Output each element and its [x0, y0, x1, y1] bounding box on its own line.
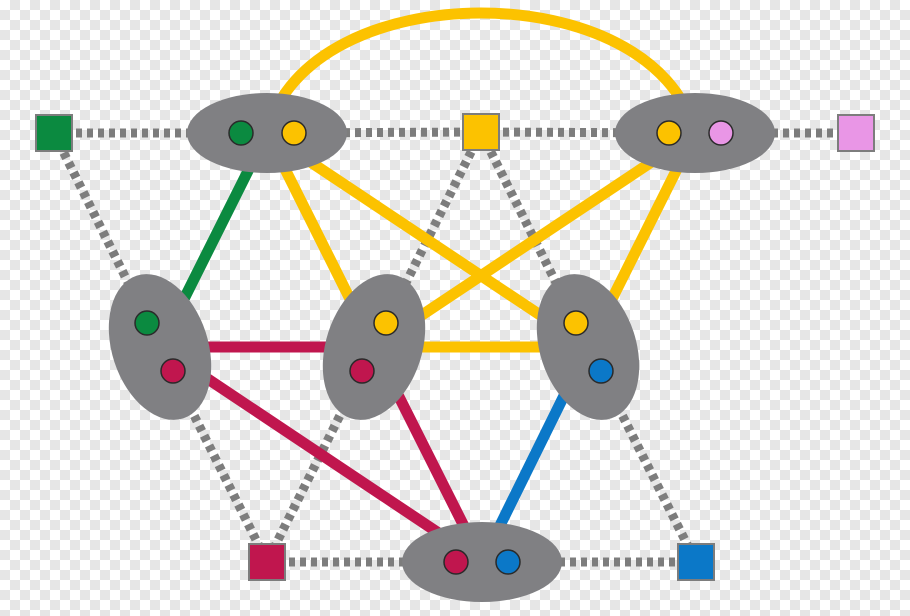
node-ellipse — [536, 274, 640, 420]
port-blue — [588, 358, 614, 384]
port-crimson — [443, 549, 469, 575]
port-green — [134, 310, 160, 336]
dashed-link-n-mid-right-t-blue — [583, 344, 701, 565]
terminal-crimson — [248, 543, 286, 581]
port-yellow — [656, 120, 682, 146]
port-crimson — [160, 358, 186, 384]
node-ellipse — [108, 274, 212, 420]
port-yellow — [563, 310, 589, 336]
port-blue — [495, 549, 521, 575]
port-crimson — [349, 358, 375, 384]
node-mid-center — [322, 274, 426, 420]
node-ellipses — [108, 93, 775, 602]
dashed-link-n-mid-left-t-crimson — [155, 344, 272, 565]
node-mid-left — [108, 274, 212, 420]
node-bottom — [402, 522, 562, 602]
link-n-top-right-n-mid-center — [368, 127, 701, 353]
port-yellow — [281, 120, 307, 146]
node-mid-right — [536, 274, 640, 420]
terminal-squares — [35, 113, 875, 581]
terminal-pink — [837, 114, 875, 152]
terminal-green — [35, 114, 73, 152]
terminal-yellow — [462, 113, 500, 151]
port-yellow — [373, 310, 399, 336]
node-ellipse — [402, 522, 562, 602]
port-green — [228, 120, 254, 146]
link-arc-n-top-left-n-top-right — [261, 7, 701, 139]
node-top-left — [187, 93, 347, 173]
node-top-right — [615, 93, 775, 173]
dashed-link-n-mid-center-t-crimson — [262, 344, 379, 565]
node-ellipse — [187, 93, 347, 173]
link-n-top-left-n-mid-right — [261, 127, 594, 353]
link-n-mid-left-n-bottom — [154, 341, 488, 568]
node-ellipse — [322, 274, 426, 420]
node-ellipse — [615, 93, 775, 173]
port-pink — [708, 120, 734, 146]
terminal-blue — [677, 543, 715, 581]
